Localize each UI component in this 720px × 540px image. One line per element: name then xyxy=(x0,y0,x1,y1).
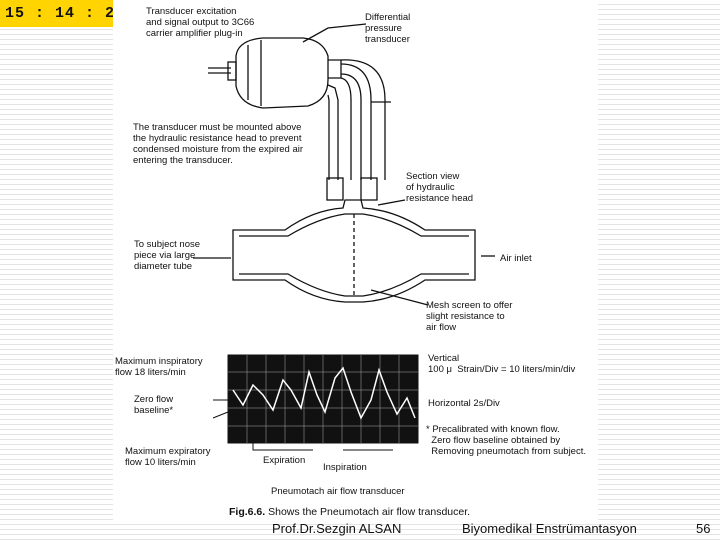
label-inspiration: Inspiration xyxy=(323,462,367,473)
figure-title: Pneumotach air flow transducer xyxy=(271,486,405,497)
label-differential: Differential pressure transducer xyxy=(365,12,411,45)
label-mounted: The transducer must be mounted above the… xyxy=(133,122,304,166)
label-mesh: Mesh screen to offer slight resistance t… xyxy=(426,300,513,333)
label-subject: To subject nose piece via large diameter… xyxy=(134,239,201,272)
figure-caption: Fig.6.6. Shows the Pneumotach air flow t… xyxy=(229,506,470,518)
label-vertical: Vertical 100 μ Strain/Div = 10 liters/mi… xyxy=(428,353,576,375)
footer-course: Biyomedikal Enstrümantasyon xyxy=(462,521,637,536)
oscilloscope-trace xyxy=(212,354,419,451)
caption-label: Fig.6.6. xyxy=(229,506,266,518)
footer-page-number: 56 xyxy=(696,521,711,536)
caption-text: Shows the Pneumotach air flow transducer… xyxy=(265,506,471,518)
label-air-inlet: Air inlet xyxy=(500,253,532,264)
label-max-expiratory: Maximum expiratory flow 10 liters/min xyxy=(125,446,211,468)
transducer-drawing xyxy=(193,23,495,451)
footer-author: Prof.Dr.Sezgin ALSAN xyxy=(272,521,402,536)
label-max-inspiratory: Maximum inspiratory flow 18 liters/min xyxy=(115,356,203,378)
label-excitation: Transducer excitation and signal output … xyxy=(146,6,255,39)
clock-display: 15 : 14 : 23 xyxy=(0,0,130,27)
label-expiration: Expiration xyxy=(263,455,306,466)
label-section: Section view of hydraulic resistance hea… xyxy=(406,171,474,204)
slide-footer: Prof.Dr.Sezgin ALSAN Biyomedikal Enstrüm… xyxy=(0,518,720,540)
label-horizontal: Horizontal 2s/Div xyxy=(428,398,500,409)
label-note: * Precalibrated with known flow. Zero fl… xyxy=(426,424,586,457)
label-zero-flow: Zero flow baseline* xyxy=(134,394,174,416)
pneumotach-figure: Transducer excitation and signal output … xyxy=(113,0,598,520)
